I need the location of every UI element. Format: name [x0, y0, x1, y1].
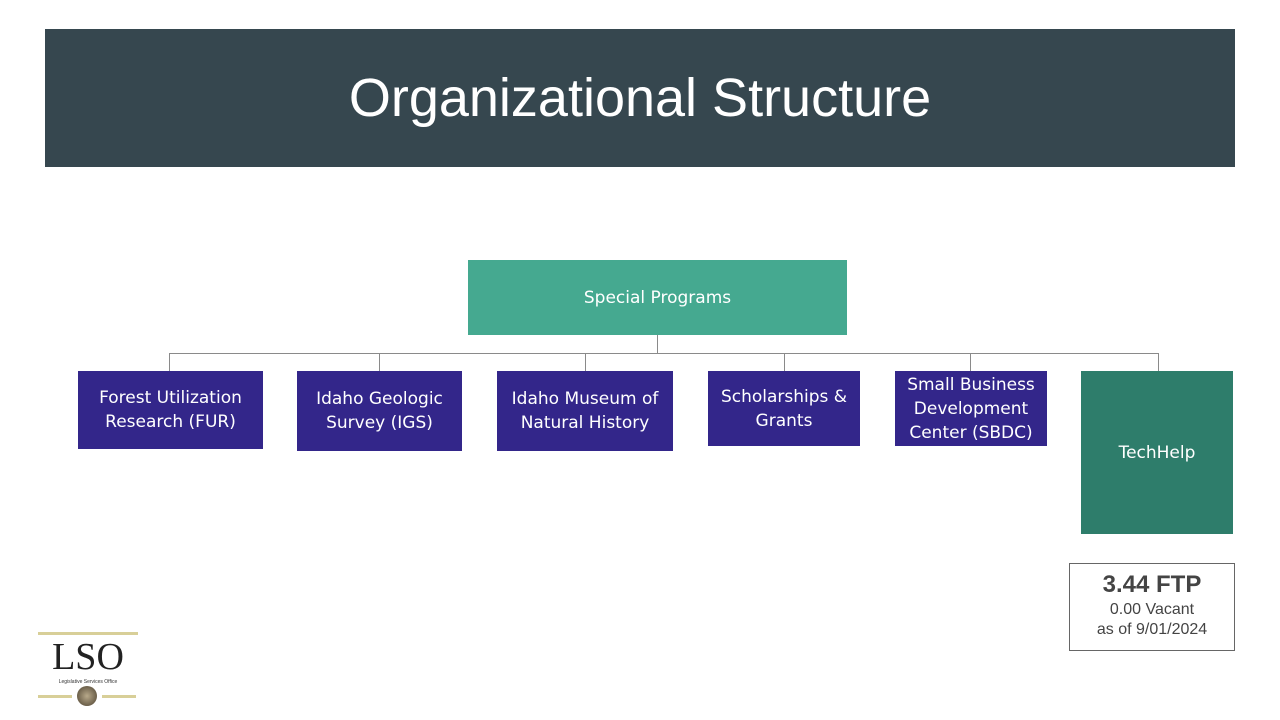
- ftp-date: as of 9/01/2024: [1096, 621, 1208, 638]
- org-node-scholarships: Scholarships & Grants: [708, 371, 860, 446]
- page-title: Organizational Structure: [45, 29, 1235, 167]
- seal-icon: [77, 686, 97, 706]
- connector-line: [784, 353, 785, 371]
- org-node-sbdc: Small Business Development Center (SBDC): [895, 371, 1047, 446]
- connector-line: [657, 335, 658, 353]
- org-node-museum: Idaho Museum of Natural History: [497, 371, 673, 451]
- connector-line: [585, 353, 586, 371]
- connector-line: [169, 353, 1159, 354]
- lso-logo: LSO Legislative Services Office: [36, 630, 140, 712]
- logo-text: LSO: [52, 636, 124, 678]
- ftp-summary: 3.44 FTP 0.00 Vacant as of 9/01/2024: [1069, 563, 1235, 651]
- org-node-root: Special Programs: [468, 260, 847, 335]
- org-node-fur: Forest Utilization Research (FUR): [78, 371, 263, 449]
- logo-subtitle: Legislative Services Office: [58, 679, 118, 685]
- connector-line: [1158, 353, 1159, 371]
- ftp-vacant: 0.00 Vacant: [1109, 601, 1195, 618]
- ftp-value: 3.44 FTP: [1102, 571, 1202, 598]
- org-node-igs: Idaho Geologic Survey (IGS): [297, 371, 462, 451]
- connector-line: [169, 353, 170, 371]
- connector-line: [379, 353, 380, 371]
- connector-line: [970, 353, 971, 371]
- org-node-techhelp: TechHelp: [1081, 371, 1233, 534]
